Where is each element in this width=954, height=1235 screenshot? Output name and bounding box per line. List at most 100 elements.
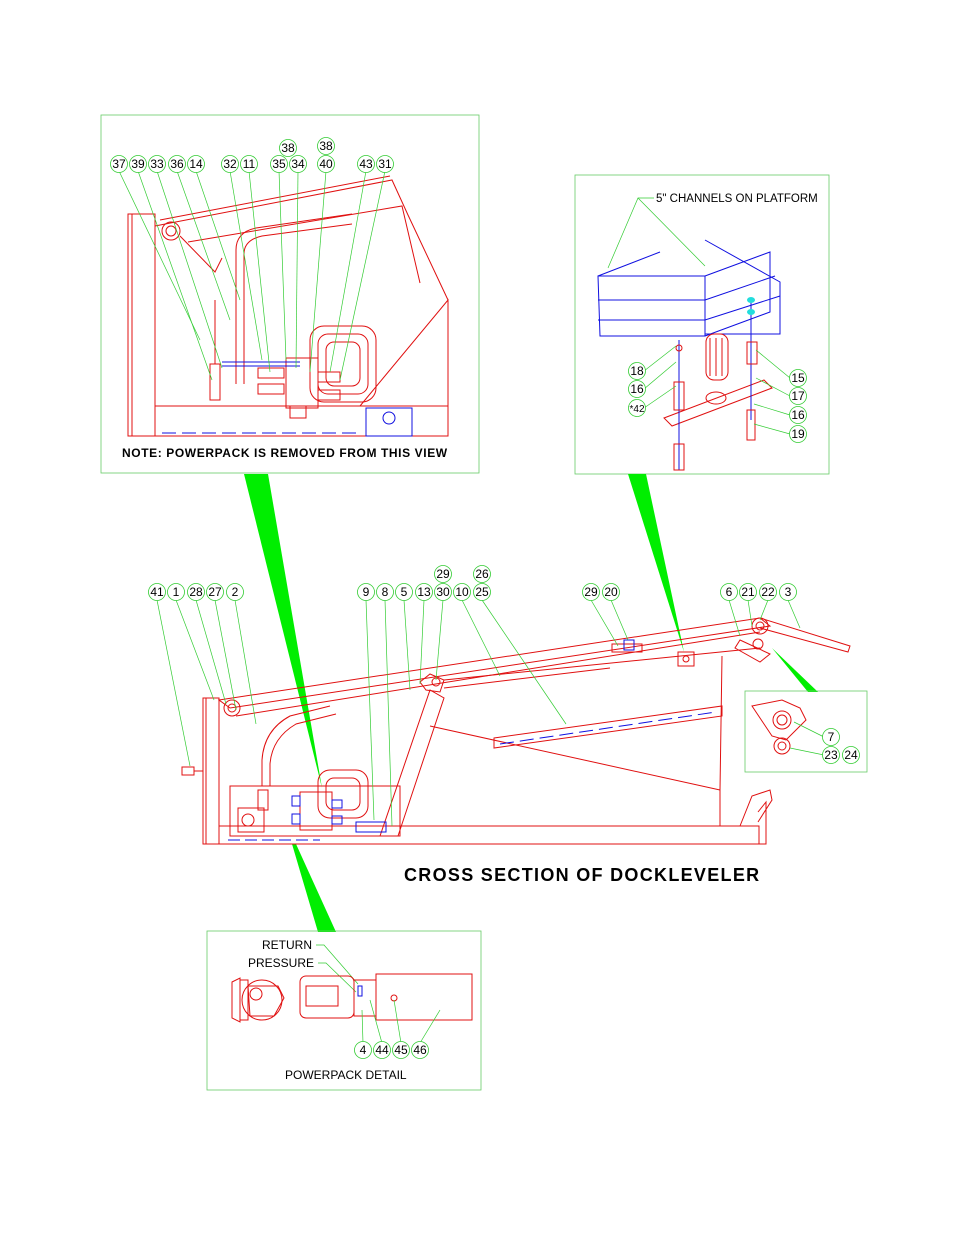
callout-bubble: *42 <box>628 399 646 417</box>
svg-text:26: 26 <box>475 567 489 581</box>
callout-bubble: 33 <box>148 155 166 173</box>
svg-text:5: 5 <box>401 585 408 599</box>
callout-bubble: 1 <box>167 583 185 601</box>
callout-bubble: 14 <box>187 155 205 173</box>
callout-bubble: 38 <box>317 137 335 155</box>
callout-bubble: 46 <box>411 1041 429 1059</box>
svg-text:16: 16 <box>791 408 805 422</box>
callout-bubble: 43 <box>357 155 375 173</box>
svg-text:25: 25 <box>475 585 489 599</box>
svg-text:15: 15 <box>791 371 805 385</box>
svg-text:43: 43 <box>359 157 373 171</box>
svg-text:39: 39 <box>131 157 145 171</box>
callout-bubble: 4 <box>354 1041 372 1059</box>
callout-bubble: 40 <box>317 155 335 173</box>
svg-text:8: 8 <box>382 585 389 599</box>
svg-text:37: 37 <box>112 157 126 171</box>
svg-text:16: 16 <box>630 382 644 396</box>
channels-label: 5" CHANNELS ON PLATFORM <box>656 193 818 205</box>
callout-bubble: 20 <box>602 583 620 601</box>
svg-text:38: 38 <box>319 139 333 153</box>
powerpack-removed-note: NOTE: POWERPACK IS REMOVED FROM THIS VIE… <box>122 446 448 460</box>
powerpack-caption: POWERPACK DETAIL <box>285 1068 407 1082</box>
svg-text:13: 13 <box>417 585 431 599</box>
svg-text:30: 30 <box>436 585 450 599</box>
wedge-hinge <box>772 648 818 692</box>
callout-bubble: 32 <box>221 155 239 173</box>
hinge-panel-border <box>744 690 868 773</box>
callout-bubble: 34 <box>289 155 307 173</box>
svg-text:35: 35 <box>272 157 286 171</box>
svg-text:44: 44 <box>375 1043 389 1057</box>
svg-text:1: 1 <box>173 585 180 599</box>
svg-text:28: 28 <box>189 585 203 599</box>
callout-bubble: 41 <box>148 583 166 601</box>
hydraulic-callouts: 37 39 33 36 14 32 11 35 34 38 38 40 43 3… <box>110 137 394 173</box>
svg-text:10: 10 <box>455 585 469 599</box>
callout-bubble: 5 <box>395 583 413 601</box>
svg-text:23: 23 <box>824 748 838 762</box>
pressure-label: PRESSURE <box>248 956 314 970</box>
callout-bubble: 10 <box>453 583 471 601</box>
svg-text:2: 2 <box>232 585 239 599</box>
wedge-hydraulic <box>244 474 322 788</box>
svg-text:20: 20 <box>604 585 618 599</box>
svg-text:34: 34 <box>291 157 305 171</box>
callout-bubble: 22 <box>759 583 777 601</box>
callout-bubble: 18 <box>628 362 646 380</box>
callout-bubble: 15 <box>789 369 807 387</box>
return-label: RETURN <box>262 938 312 952</box>
powerpack-detail-panel: RETURN PRESSURE POWERPACK DETAIL <box>206 930 482 1091</box>
callout-bubble: 39 <box>129 155 147 173</box>
svg-text:9: 9 <box>363 585 370 599</box>
callout-bubble: 8 <box>376 583 394 601</box>
svg-text:17: 17 <box>791 389 805 403</box>
main-callouts: 41 1 28 27 2 9 8 5 13 29 30 10 26 25 29 … <box>148 565 797 601</box>
svg-text:32: 32 <box>223 157 237 171</box>
callout-bubble: 35 <box>270 155 288 173</box>
callout-bubble: 2 <box>226 583 244 601</box>
callout-bubble: 29 <box>434 565 452 583</box>
svg-text:11: 11 <box>243 157 256 171</box>
channels-detail-panel: 5" CHANNELS ON PLATFORM <box>574 174 830 475</box>
wedge-channels <box>628 474 684 652</box>
svg-text:31: 31 <box>378 157 392 171</box>
svg-text:33: 33 <box>150 157 164 171</box>
callout-bubble: 24 <box>842 746 860 764</box>
callout-bubble: 16 <box>789 406 807 424</box>
svg-text:46: 46 <box>413 1043 427 1057</box>
callout-bubble: 19 <box>789 425 807 443</box>
svg-text:19: 19 <box>791 427 805 441</box>
callout-bubble: 17 <box>789 387 807 405</box>
callout-bubble: 25 <box>473 583 491 601</box>
svg-text:29: 29 <box>436 567 450 581</box>
callout-bubble: 38 <box>279 139 297 157</box>
svg-text:3: 3 <box>785 585 792 599</box>
callout-bubble: 45 <box>392 1041 410 1059</box>
svg-text:41: 41 <box>150 585 164 599</box>
wedge-powerpack <box>292 844 336 932</box>
svg-text:*42: *42 <box>629 404 644 415</box>
callout-bubble: 28 <box>187 583 205 601</box>
callout-bubble: 30 <box>434 583 452 601</box>
svg-text:36: 36 <box>170 157 184 171</box>
svg-text:7: 7 <box>828 730 835 744</box>
callout-bubble: 44 <box>373 1041 391 1059</box>
main-cross-section <box>156 599 851 845</box>
svg-text:18: 18 <box>630 364 644 378</box>
svg-text:24: 24 <box>844 748 858 762</box>
svg-text:40: 40 <box>319 157 333 171</box>
callout-bubble: 16 <box>628 380 646 398</box>
channels-panel-border <box>574 174 830 475</box>
svg-text:45: 45 <box>394 1043 408 1057</box>
callout-bubble: 21 <box>739 583 757 601</box>
callout-bubble: 36 <box>168 155 186 173</box>
callout-bubble: 3 <box>779 583 797 601</box>
svg-text:21: 21 <box>741 585 755 599</box>
svg-text:38: 38 <box>281 141 295 155</box>
callout-bubble: 26 <box>473 565 491 583</box>
callout-bubble: 9 <box>357 583 375 601</box>
callout-bubble: 11 <box>240 155 258 173</box>
callout-bubble: 6 <box>720 583 738 601</box>
